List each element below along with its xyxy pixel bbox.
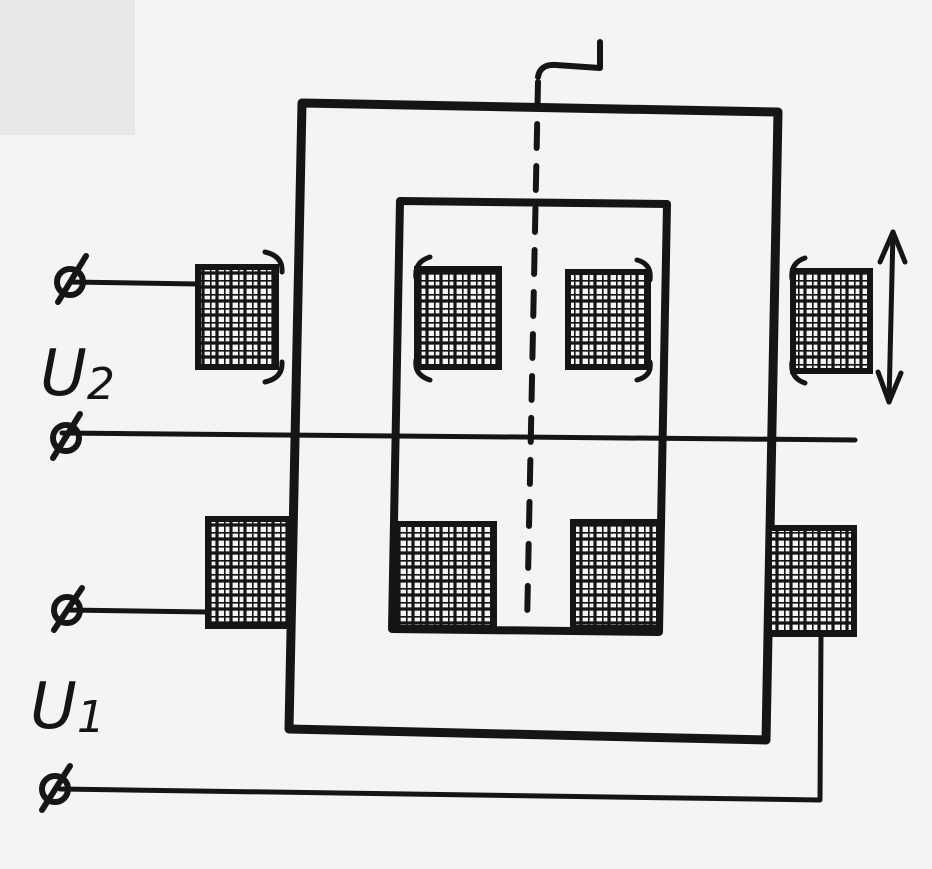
terminal-primary-bottom: [39, 763, 73, 813]
secondary-winding-inner-right: [565, 257, 653, 383]
terminal-primary-top: [51, 585, 85, 633]
secondary-winding-outer-left: [195, 249, 285, 385]
outer-core-frame: [284, 98, 783, 745]
primary-winding-outer-right: [766, 525, 857, 637]
primary-winding-inner-left: [393, 521, 497, 631]
axis-hook-mark: [535, 39, 603, 80]
primary-winding-inner-right: [570, 519, 662, 631]
secondary-voltage-label: U2: [40, 337, 115, 411]
symmetry-axis: [524, 79, 541, 629]
secondary-voltage-subscript: 2: [87, 359, 115, 410]
secondary-voltage-main: U: [40, 337, 87, 411]
terminal-secondary-top: [54, 253, 89, 305]
secondary-winding-outer-right: [789, 255, 873, 386]
terminal-secondary-bottom: [50, 411, 83, 461]
adjustment-double-arrow-icon: [875, 229, 908, 405]
horizontal-divider-line: [59, 430, 858, 443]
primary-lead-wire-lower: [57, 631, 824, 803]
scan-patch: [0, 0, 135, 135]
secondary-winding-inner-left: [413, 254, 502, 383]
primary-voltage-subscript: 1: [77, 692, 105, 743]
inner-core-window: [388, 197, 671, 636]
primary-voltage-main: U: [30, 670, 77, 744]
primary-lead-wire-upper: [65, 607, 211, 615]
secondary-lead-wire: [67, 279, 201, 287]
primary-voltage-label: U1: [30, 670, 105, 744]
primary-winding-outer-left: [205, 516, 293, 629]
